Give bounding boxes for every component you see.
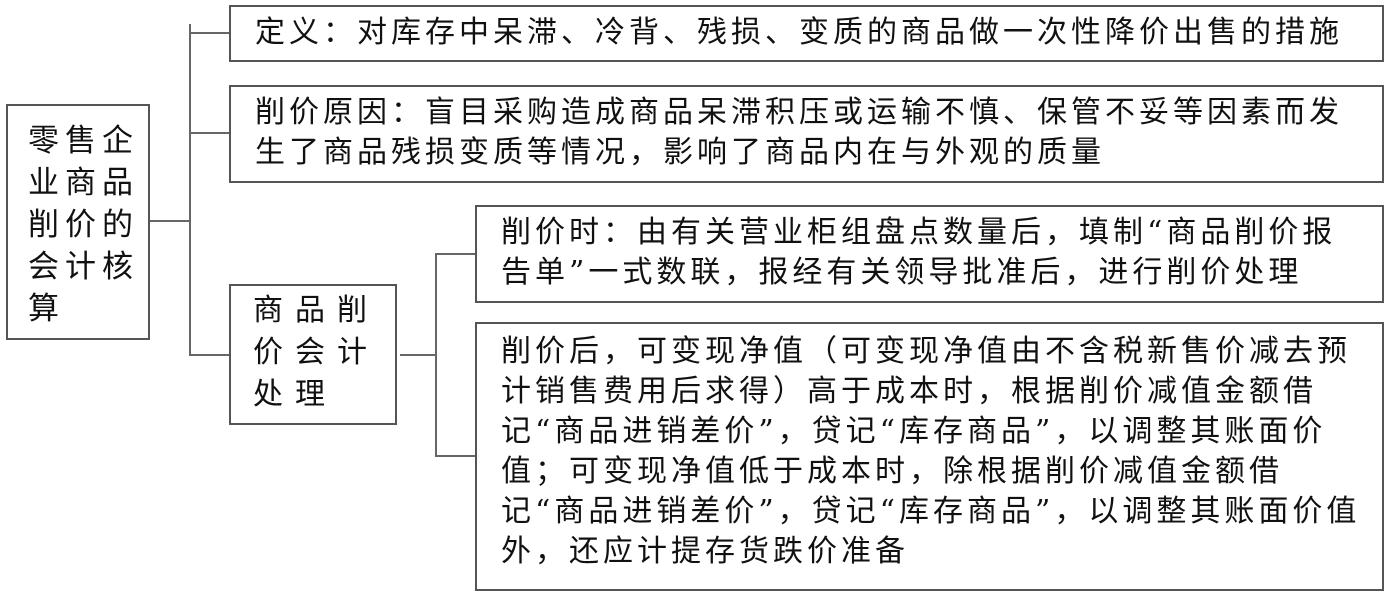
during-markdown-node: 削价时：由有关营业柜组盘点数量后，填制“商品削价报告单”一式数联，报经有关领导批…: [475, 205, 1384, 303]
during-markdown-label: 削价时：由有关营业柜组盘点数量后，填制“商品削价报告单”一式数联，报经有关领导批…: [501, 215, 1337, 290]
root-node-label: 零售企业商品削价的会计核算: [28, 123, 139, 327]
accounting-treatment-label: 商品削价会计处理: [253, 293, 379, 412]
connector-level2-bracket: [435, 253, 437, 457]
definition-node: 定义：对库存中呆滞、冷背、残损、变质的商品做一次性降价出售的措施: [229, 5, 1384, 62]
root-node: 零售企业商品削价的会计核算: [6, 104, 150, 340]
connector-mid-stub: [400, 354, 436, 356]
connector-to-reason: [189, 132, 229, 134]
after-markdown-label: 削价后，可变现净值（可变现净值由不含税新售价减去预计销售费用后求得）高于成本时，…: [501, 334, 1361, 569]
connector-to-definition: [189, 32, 229, 34]
connector-to-accounting: [189, 354, 229, 356]
after-markdown-node: 削价后，可变现净值（可变现净值由不含税新售价减去预计销售费用后求得）高于成本时，…: [475, 322, 1384, 591]
connector-root-stub: [150, 220, 190, 222]
connector-to-after-markdown: [435, 455, 475, 457]
connector-to-during-markdown: [435, 253, 475, 255]
definition-label: 定义：对库存中呆滞、冷背、残损、变质的商品做一次性降价出售的措施: [255, 15, 1343, 50]
reason-label: 削价原因：盲目采购造成商品呆滞积压或运输不慎、保管不妥等因素而发生了商品残损变质…: [255, 95, 1343, 170]
connector-level1-bracket: [189, 24, 191, 356]
reason-node: 削价原因：盲目采购造成商品呆滞积压或运输不慎、保管不妥等因素而发生了商品残损变质…: [229, 85, 1384, 183]
accounting-treatment-node: 商品削价会计处理: [229, 284, 397, 425]
